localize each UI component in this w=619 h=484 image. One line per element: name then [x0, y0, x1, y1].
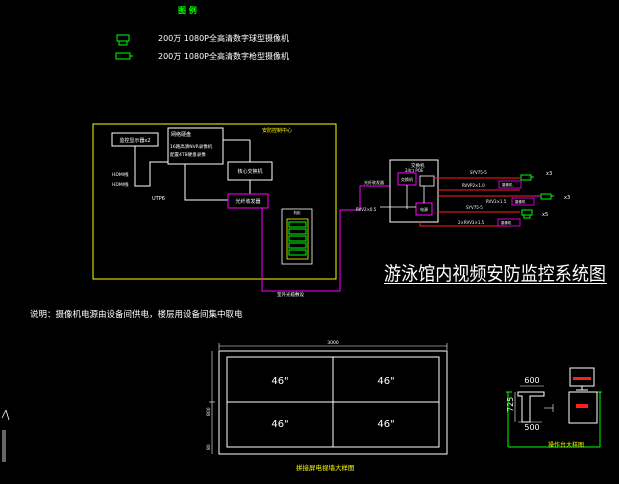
cable-2-label: RVVP2×1.0 — [462, 183, 485, 188]
field-psu-label: 电源 — [420, 206, 428, 212]
count-1: x3 — [546, 171, 552, 177]
cable-5-label: 2×RVV3×1.5 — [458, 220, 485, 225]
hdmi-label-2: HDMI线 — [112, 181, 129, 188]
field-equipment: 光纤收发器 交换机 24口 POE 交换机 电源 RVV2×0.5 SYV75-… — [356, 159, 570, 227]
console-dim-bottom: 500 — [524, 423, 539, 432]
video-wall: 3000 46" 46" 46" 46" 800 80 拼接屏电视墙大样图 — [206, 340, 448, 472]
field-switch-box-label: 交换机 — [401, 176, 413, 182]
bullet-camera-icon — [534, 193, 554, 200]
utp-label: UTP6 — [152, 196, 165, 202]
cam-group-2-label: 摄像机 — [515, 199, 526, 204]
count-2: x3 — [564, 195, 570, 201]
cam-group-3-label: 摄像机 — [501, 220, 512, 225]
screen-2: 46" — [377, 376, 394, 387]
console-detail: 600 725 500 操作台大样图 — [506, 367, 602, 449]
field-switch-title: 交换机 — [411, 162, 425, 169]
screen-1: 46" — [271, 376, 288, 387]
monitor-box-label: 监控显示器x2 — [119, 137, 150, 144]
monitor-icon — [569, 367, 595, 391]
field-switch-ports: 24口 POE — [405, 168, 424, 173]
console-caption: 操作台大样图 — [548, 441, 584, 449]
wall-height-dim-2: 80 — [206, 444, 212, 450]
nvr-detail-1: 16路高清NVR录像机 — [170, 143, 213, 150]
screen-4: 46" — [377, 419, 394, 430]
wall-width-dim: 3000 — [327, 340, 339, 346]
console-side-profile — [517, 391, 545, 423]
cable-4-label: SYV75-5 — [466, 205, 483, 210]
outdoor-fiber-cable — [261, 185, 390, 292]
legend-title: 图 例 — [178, 5, 197, 15]
control-room-frame — [92, 123, 337, 280]
fiber-transceiver-box — [227, 193, 269, 209]
nvr-detail-2: 配置4TB硬盘录像 — [170, 151, 206, 158]
legend-item-dome: 200万 1080P全高清数字球型摄像机 — [158, 33, 289, 43]
wall-outer-frame — [218, 350, 448, 455]
nvr-box — [167, 127, 224, 165]
count-3: x5 — [542, 212, 548, 218]
antenna-icon — [1, 409, 10, 462]
screen-3: 46" — [271, 419, 288, 430]
cable-1-label: SYV75-5 — [470, 170, 487, 175]
console-dim-side: 725 — [506, 397, 515, 412]
legend: 图 例 200万 1080P全高清数字球型摄像机 200万 1080P全高清数字… — [115, 5, 289, 61]
dome-camera-icon — [521, 209, 533, 219]
console-cabinet-icon — [568, 391, 598, 424]
bullet-camera-icon — [115, 52, 133, 60]
note: 说明：摄像机电源由设备间供电，楼层用设备间集中取电 — [30, 309, 243, 320]
wall-height-dim-1: 800 — [206, 407, 212, 416]
fiber-transceiver-label: 光纤收发器 — [235, 198, 260, 205]
legend-item-bullet: 200万 1080P全高清数字枪型摄像机 — [158, 51, 289, 61]
control-room-title: 安防控制中心 — [262, 127, 292, 134]
control-room: 安防控制中心 监控显示器x2 网络硬盘 16路高清NVR录像机 配置4TB硬盘录… — [92, 123, 390, 298]
dome-camera-icon — [116, 34, 130, 46]
hdmi-label-1: HDMI线 — [112, 171, 129, 178]
diagram-title: 游泳馆内视频安防监控系统图 — [384, 263, 606, 285]
nvr-box-label: 网络硬盘 — [171, 131, 191, 138]
core-switch-label: 核心交换机 — [237, 168, 262, 175]
equipment-rack: 机柜 — [281, 208, 313, 265]
wall-caption: 拼接屏电视墙大样图 — [296, 463, 355, 472]
outdoor-cable-label: 室外光缆敷设 — [277, 291, 304, 298]
field-switch-frame — [389, 159, 439, 223]
bullet-camera-icon — [520, 174, 534, 181]
field-fiber-label: 光纤收发器 — [364, 179, 384, 185]
utp-line — [184, 164, 228, 201]
cable-3-label: RVV3×1.5 — [486, 199, 507, 204]
field-rvv-label: RVV2×0.5 — [356, 207, 377, 212]
cam-group-1-label: 摄像机 — [502, 182, 513, 187]
hdmi-line — [134, 146, 168, 187]
rack-label: 机柜 — [294, 210, 302, 215]
cable-run-5 — [419, 222, 505, 227]
console-dim-top: 600 — [524, 376, 539, 385]
title-underline — [384, 283, 607, 284]
